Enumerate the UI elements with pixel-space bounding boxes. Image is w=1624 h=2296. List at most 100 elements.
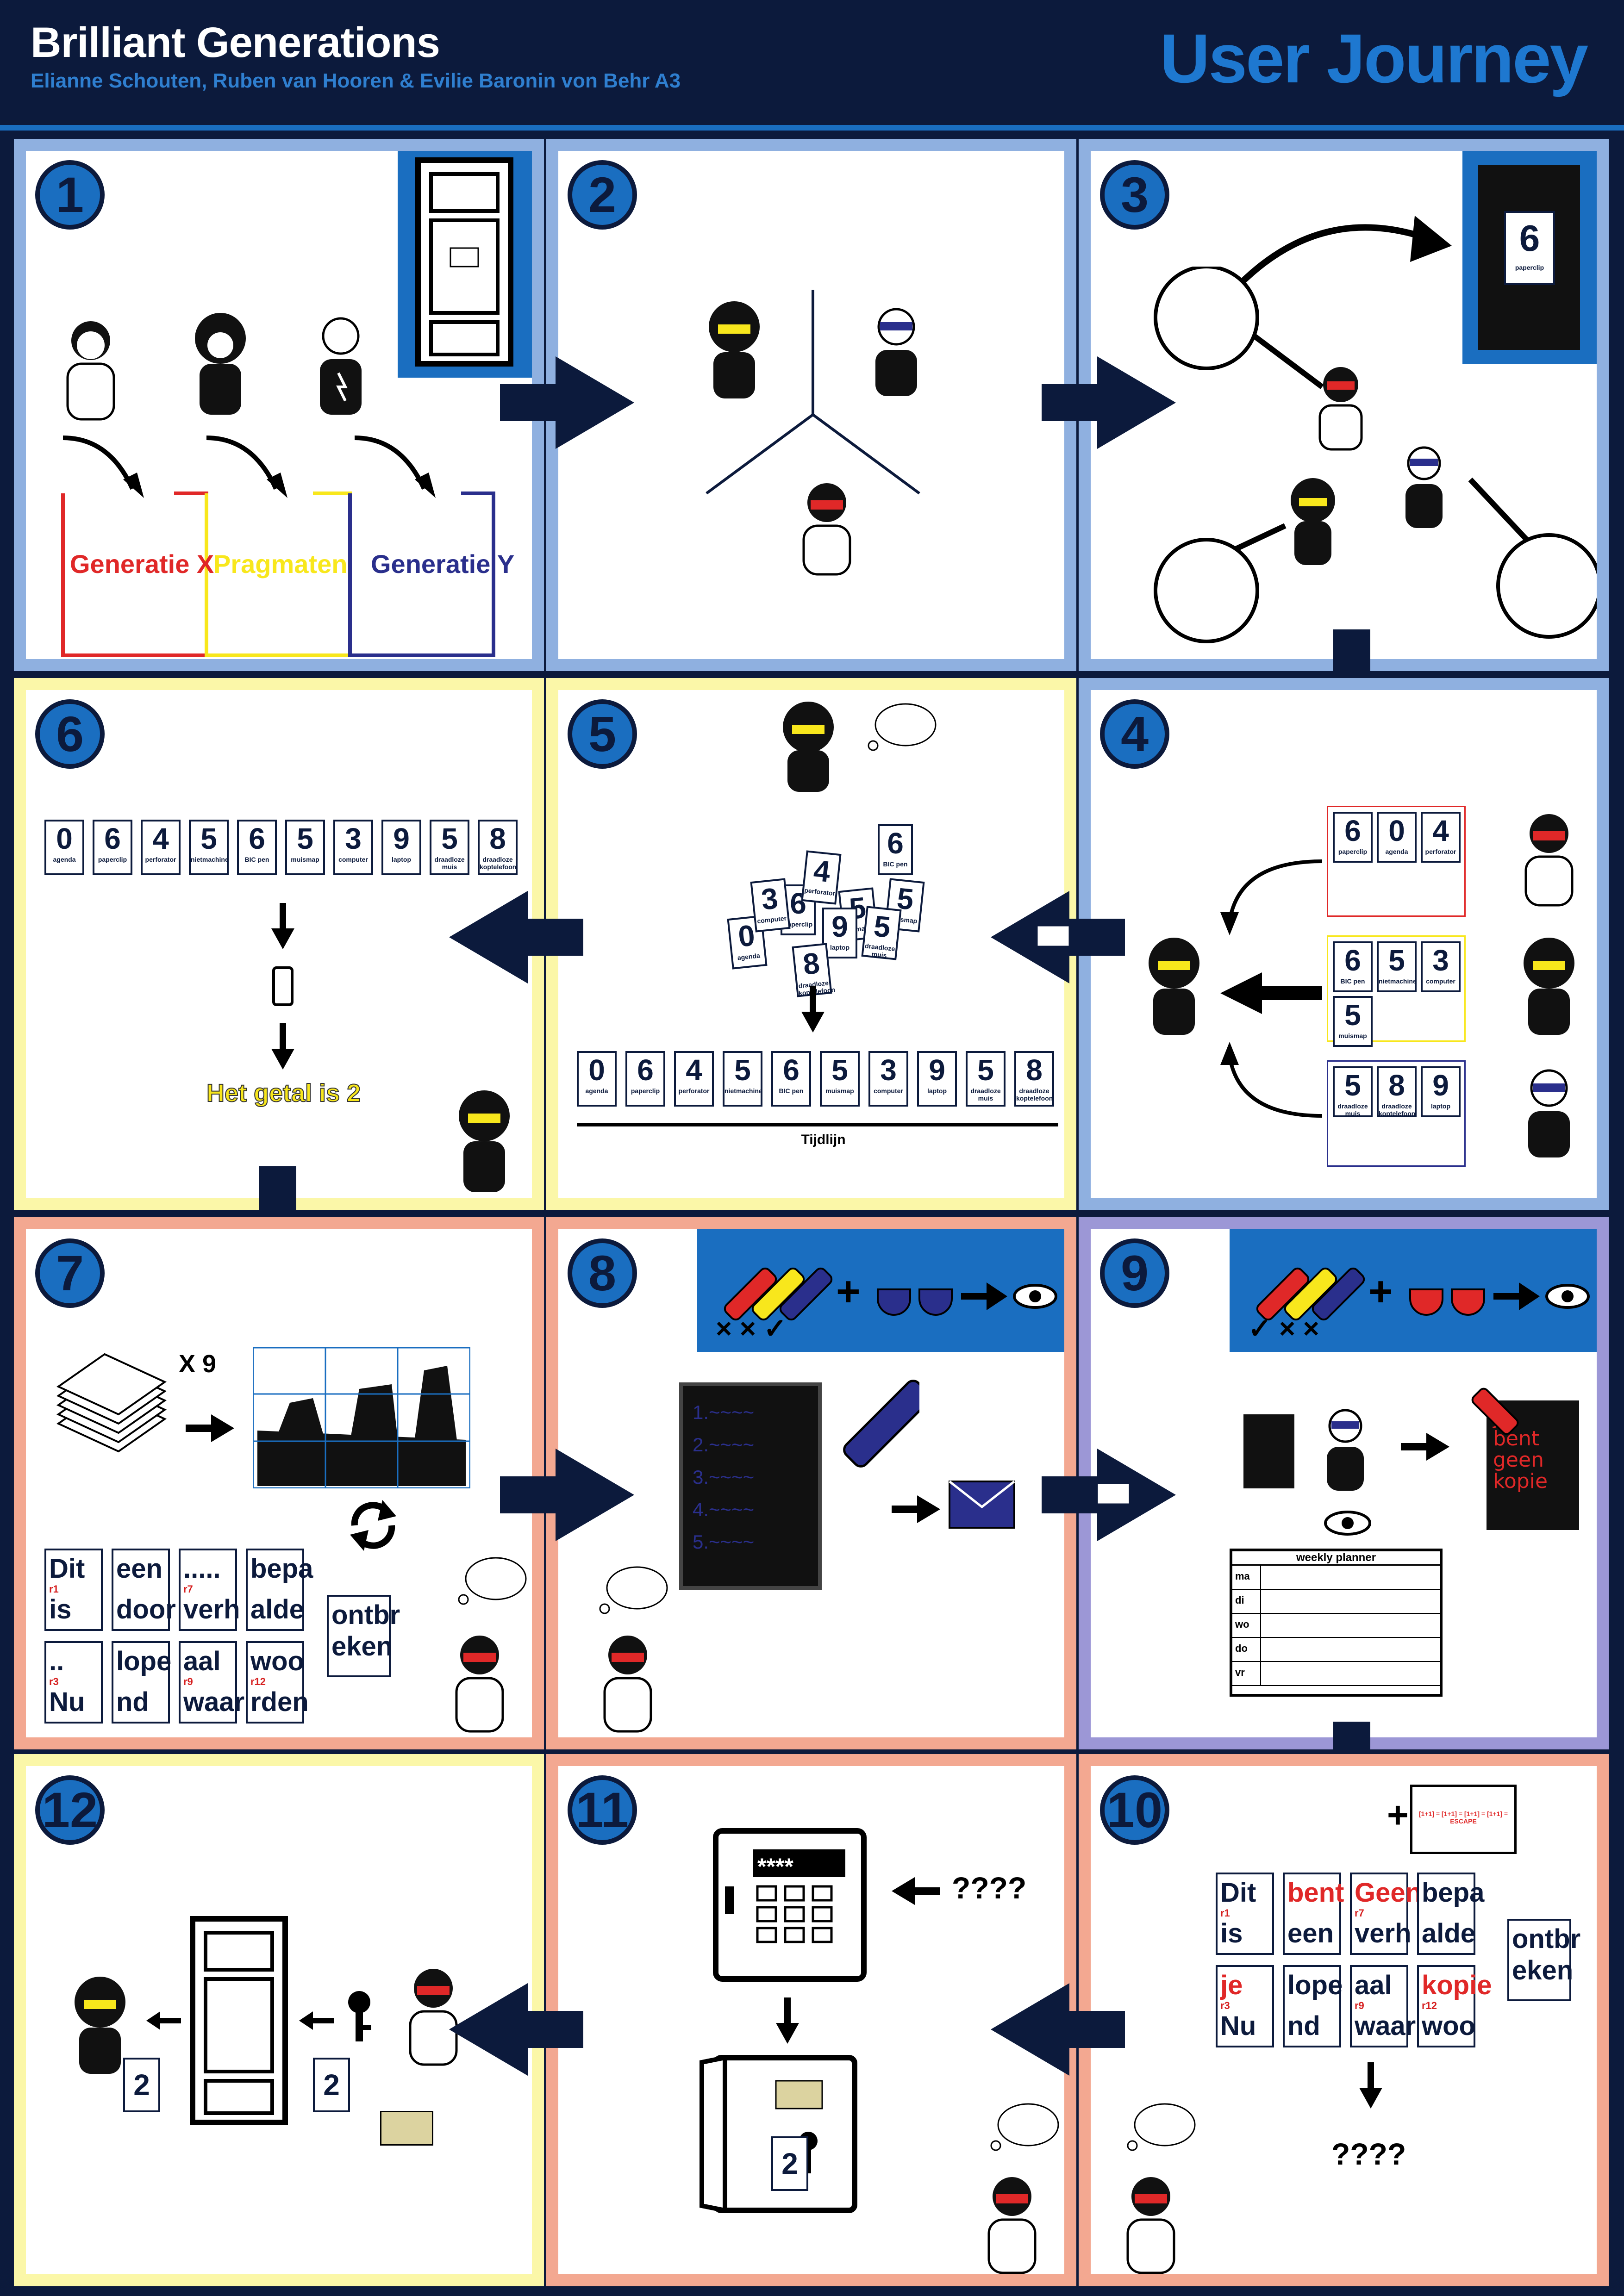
digit-card: 2	[123, 2058, 160, 2112]
svg-text:2.~~~~: 2.~~~~	[693, 1434, 754, 1456]
timeline-label: Tijdlijn	[801, 1132, 846, 1147]
resource-network	[1154, 267, 1597, 643]
person-x-icon	[409, 1969, 458, 2066]
person-pragmaat-icon	[783, 702, 834, 792]
thought-cloud-icon	[990, 2103, 1059, 2151]
escape-note: [1+1] = [1+1] = [1+1] = [1+1] = ESCAPE	[1410, 1785, 1517, 1854]
person-y-icon	[320, 317, 362, 415]
panel-10: 10 [1+1] = [1+1] = [1+1] = [1+1] = ESCAP…	[1079, 1754, 1609, 2286]
puzzle-photo	[253, 1347, 470, 1488]
step-number: 2	[568, 160, 637, 230]
red-marker-icon	[1471, 1388, 1519, 1435]
arrow-right-mail	[1042, 1449, 1176, 1541]
marker-combo-icon: ✓ × × +	[1248, 1267, 1590, 1344]
right-arrow	[1401, 1433, 1449, 1461]
door-icon	[415, 157, 513, 367]
step-number: 9	[1100, 1238, 1169, 1308]
page-title: Brilliant Generations	[31, 19, 440, 66]
marker-icon	[843, 1380, 919, 1468]
journey-title: User Journey	[1160, 19, 1588, 97]
person-pragmaat-icon	[459, 1090, 510, 1192]
red-word: bent	[1493, 1427, 1540, 1450]
panel-1: 1 Generatie X Pragmaten Generatie Y	[14, 139, 544, 671]
planner-row: ma	[1232, 1566, 1440, 1590]
planner-row: wo	[1232, 1614, 1440, 1638]
svg-text:3.~~~~: 3.~~~~	[693, 1466, 754, 1488]
word-card: lope nd	[1283, 1965, 1343, 2047]
person-pragmaat-icon	[75, 1977, 125, 2074]
times-nine: X 9	[179, 1350, 217, 1378]
person-pragmaat-icon	[1149, 938, 1199, 1035]
planner-row: vr	[1232, 1662, 1440, 1686]
arrow-right	[500, 356, 634, 449]
person-x-icon	[1318, 367, 1363, 451]
authors: Elianne Schouten, Ruben van Hooren & Evi…	[31, 69, 681, 92]
person-pragmaat-icon	[1524, 938, 1574, 1035]
person-y-icon	[1528, 1069, 1570, 1157]
step-number: 12	[35, 1775, 105, 1845]
person-pragmaat-icon	[1291, 478, 1335, 565]
step-number: 7	[35, 1238, 105, 1308]
person-y-icon	[875, 308, 917, 396]
word-card: een door	[112, 1549, 176, 1631]
svg-text:× × ✓: × × ✓	[716, 1313, 787, 1344]
left-arrow	[299, 2011, 334, 2030]
paper-stack-icon	[56, 1353, 167, 1453]
person-y-icon	[1327, 1409, 1364, 1491]
panel-12: 12 2 2	[14, 1754, 544, 2286]
step-number: 3	[1100, 160, 1169, 230]
unknown-code: ????	[952, 1871, 1027, 1905]
thought-cloud-icon	[868, 703, 937, 751]
svg-text:✓ × ×: ✓ × ×	[1248, 1313, 1319, 1344]
digit-card: 2	[313, 2058, 350, 2112]
unknown-result: ????	[1331, 2137, 1406, 2171]
label-generatie-x: Generatie X	[70, 549, 214, 579]
red-word: geen	[1493, 1448, 1544, 1472]
right-arrow	[892, 1495, 940, 1523]
down-arrow	[801, 986, 824, 1033]
person-x-icon	[987, 2177, 1037, 2274]
planner-row: di	[1232, 1590, 1440, 1614]
left-arrow	[146, 2011, 181, 2030]
digit-card: 2	[771, 2136, 808, 2191]
step-number: 8	[568, 1238, 637, 1308]
arrow-left	[991, 1983, 1125, 2076]
safe-code: ****	[757, 1854, 793, 1879]
